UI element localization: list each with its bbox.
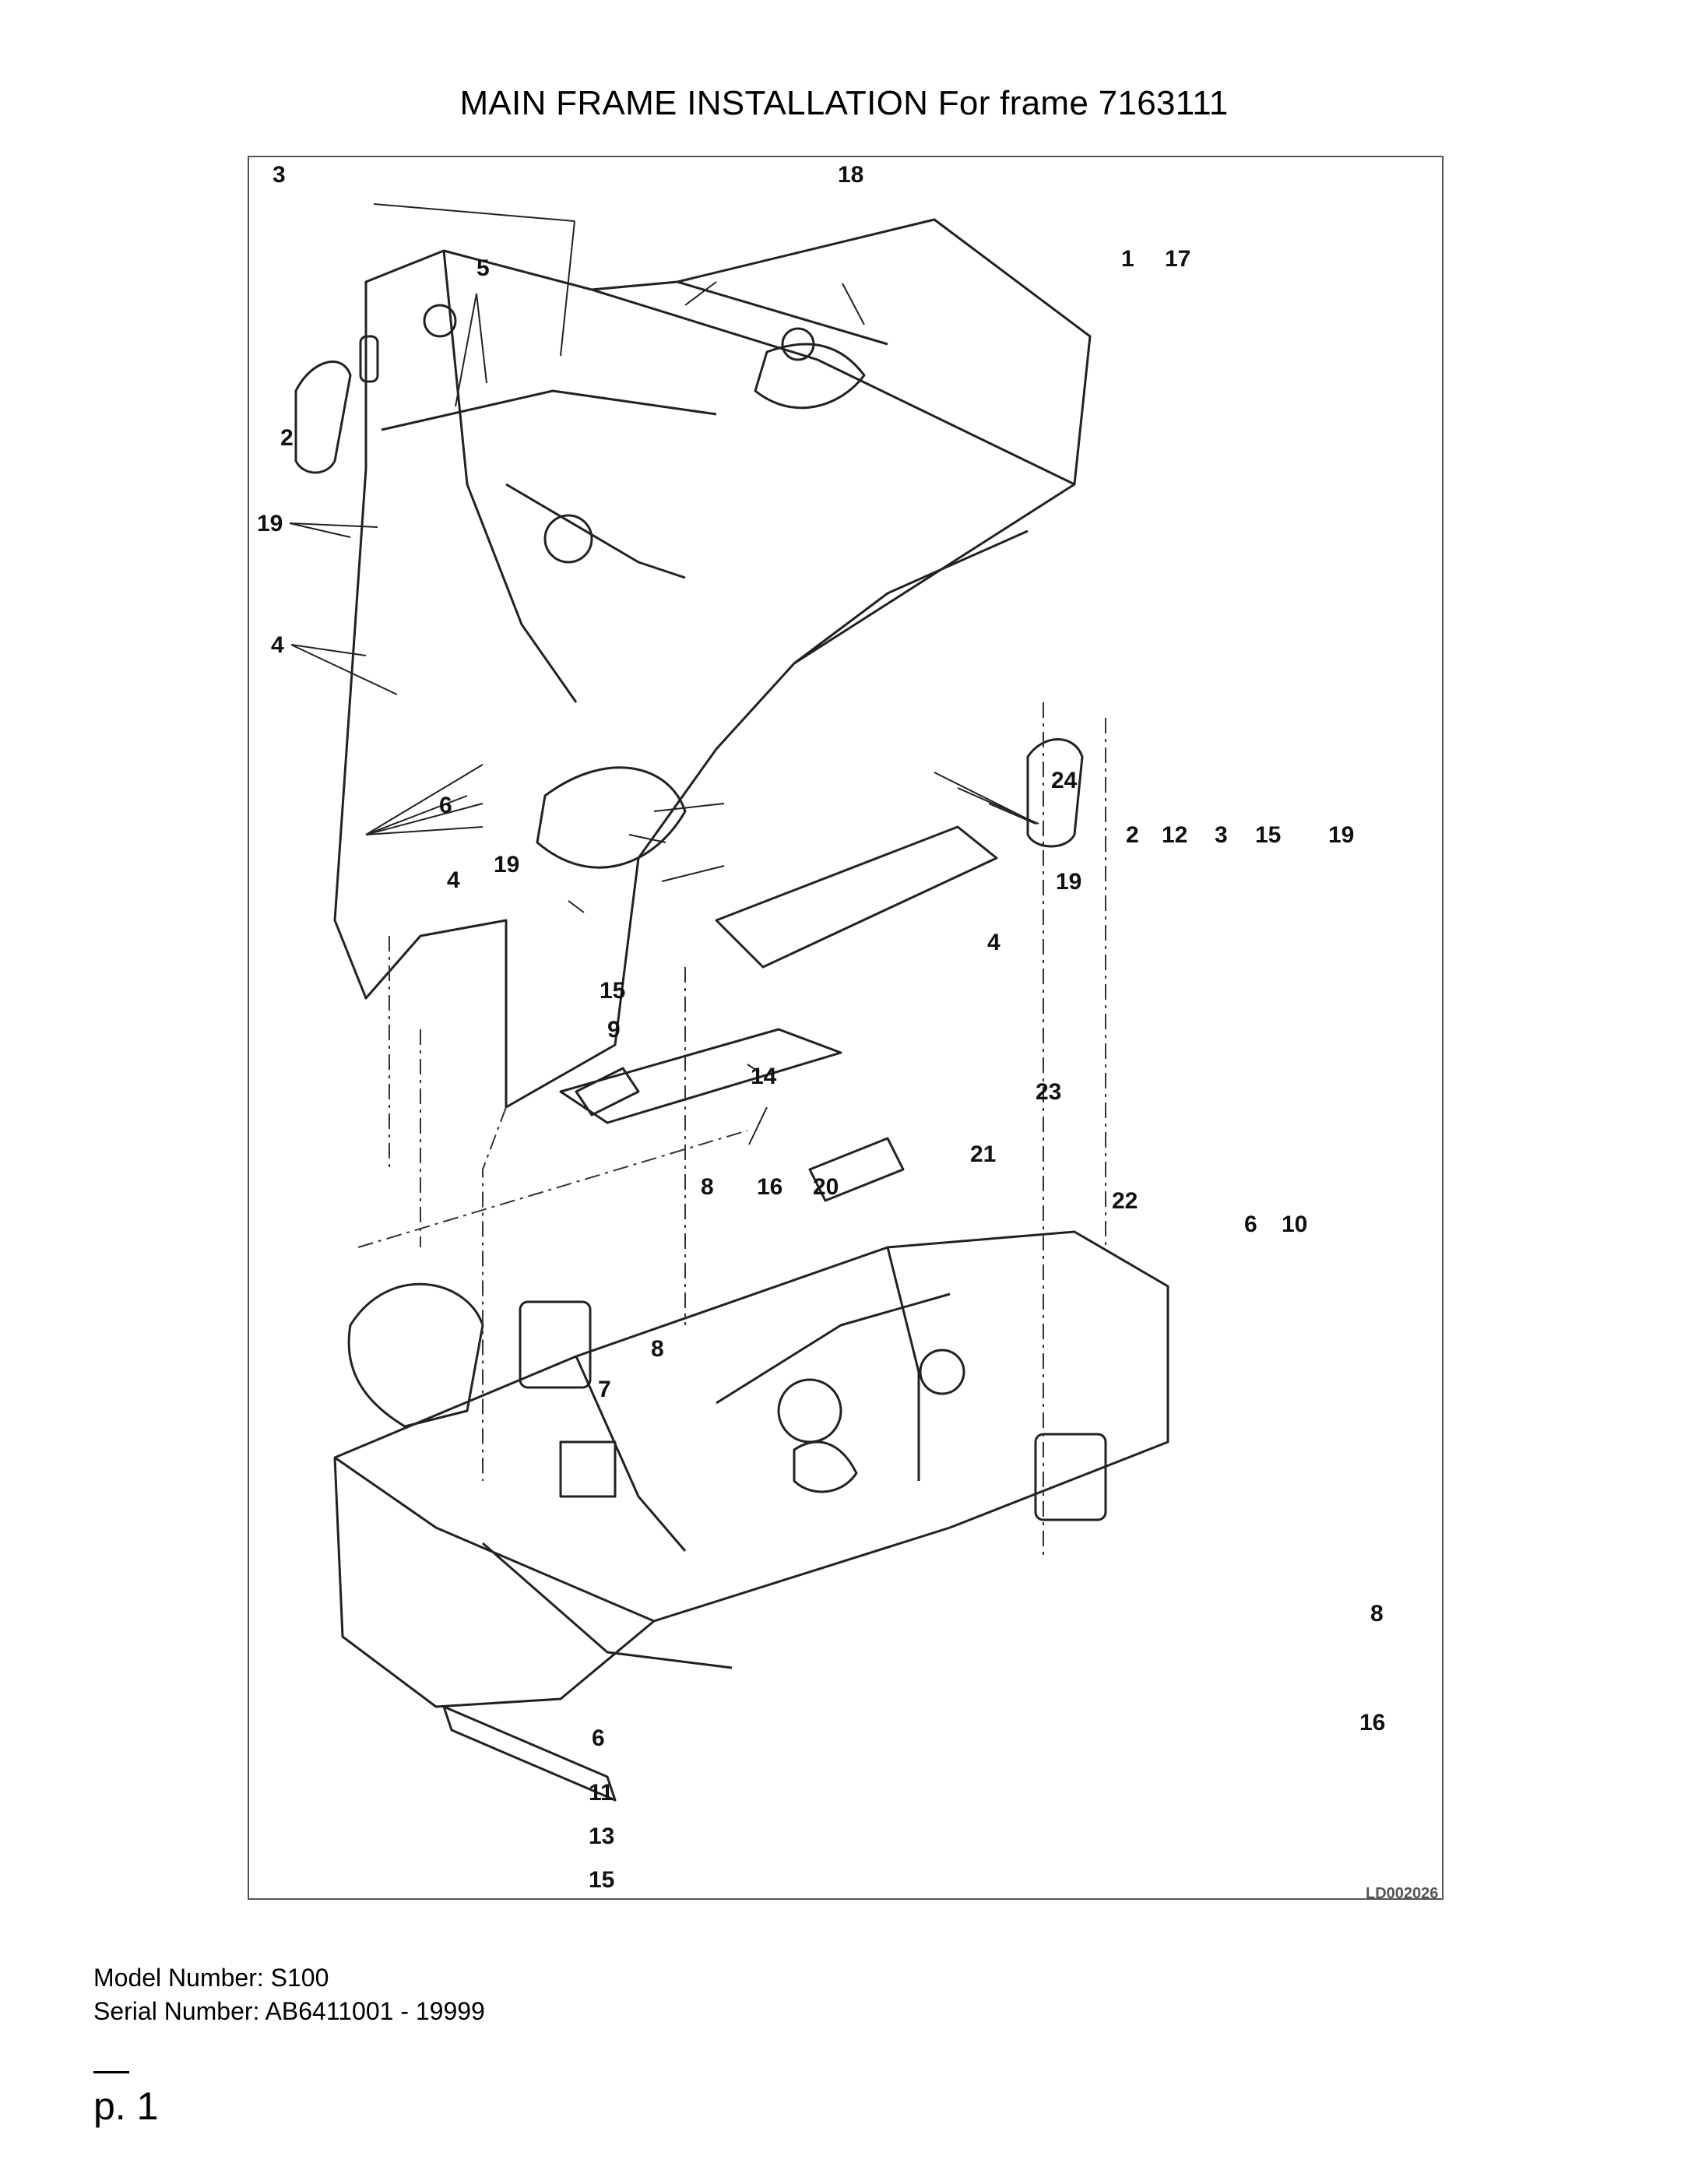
- callout-15b: 15: [600, 978, 625, 1004]
- callout-4b: 4: [447, 867, 460, 893]
- callout-8c: 8: [1370, 1601, 1384, 1627]
- loose-parts: [294, 360, 1107, 1802]
- page-number: p. 1: [93, 2084, 159, 2128]
- callout-6b: 6: [1244, 1212, 1257, 1237]
- callout-8: 8: [701, 1174, 714, 1200]
- page-divider: [93, 2071, 129, 2073]
- callout-16: 16: [757, 1174, 782, 1200]
- callout-24: 24: [1051, 768, 1078, 793]
- model-number: Model Number: S100: [93, 1964, 329, 1992]
- callout-17: 17: [1165, 246, 1190, 272]
- callout-2: 2: [280, 425, 294, 451]
- callout-16b: 16: [1359, 1710, 1385, 1736]
- callout-23: 23: [1036, 1079, 1061, 1105]
- callout-15c: 15: [589, 1867, 614, 1893]
- callout-1: 1: [1121, 246, 1134, 272]
- callout-8b: 8: [651, 1336, 664, 1362]
- callout-labels: 3 18 5 1 17 2 19 4 24 6 2 12 3 15 19 19 …: [257, 162, 1385, 1893]
- callout-22: 22: [1112, 1188, 1138, 1214]
- callout-5: 5: [477, 255, 490, 281]
- callout-11: 11: [589, 1780, 614, 1806]
- callout-14: 14: [751, 1064, 777, 1089]
- upper-main-frame: [333, 218, 1092, 1109]
- callout-13: 13: [589, 1824, 614, 1849]
- callout-4: 4: [271, 632, 284, 658]
- callout-2b: 2: [1126, 822, 1139, 848]
- callout-15: 15: [1255, 822, 1281, 848]
- callout-20: 20: [813, 1174, 839, 1200]
- callout-18: 18: [838, 162, 863, 188]
- callout-19c: 19: [494, 852, 519, 877]
- leader-lines: [289, 203, 1039, 1145]
- callout-10: 10: [1282, 1212, 1307, 1237]
- callout-9: 9: [607, 1017, 621, 1043]
- lower-chassis: [333, 1230, 1169, 1708]
- callout-3: 3: [273, 162, 286, 188]
- callout-7: 7: [598, 1377, 611, 1402]
- callout-3b: 3: [1215, 822, 1228, 848]
- phantom-lines: [357, 702, 1106, 1559]
- callout-19d: 19: [1056, 869, 1081, 895]
- callout-19b: 19: [1328, 822, 1354, 848]
- parts-diagram: 3 18 5 1 17 2 19 4 24 6 2 12 3 15 19 19 …: [248, 156, 1444, 1901]
- page-title: MAIN FRAME INSTALLATION For frame 716311…: [459, 84, 1229, 122]
- callout-19: 19: [257, 511, 283, 536]
- callout-6c: 6: [592, 1725, 605, 1751]
- callout-6: 6: [439, 793, 452, 818]
- serial-number: Serial Number: AB6411001 - 19999: [93, 1997, 485, 2025]
- callout-4c: 4: [987, 930, 1000, 955]
- callout-21: 21: [970, 1141, 996, 1167]
- figure-id: LD002026: [1366, 1885, 1438, 1901]
- callout-12: 12: [1162, 822, 1187, 848]
